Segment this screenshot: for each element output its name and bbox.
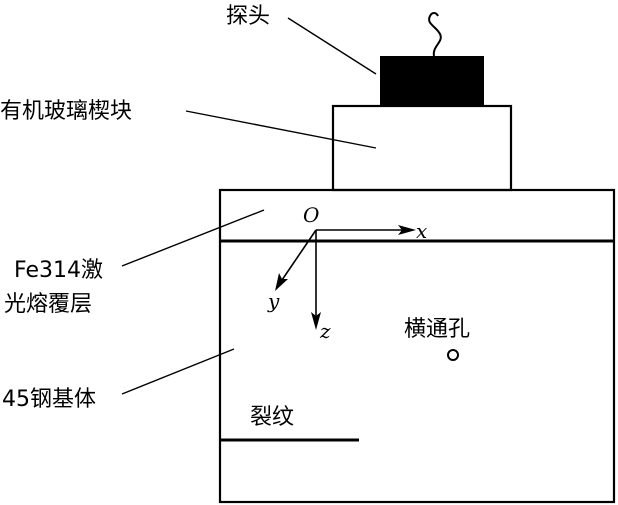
- substrate-leader: [121, 348, 235, 395]
- hole-label: 横通孔: [404, 317, 470, 342]
- transverse-hole: [447, 349, 459, 361]
- origin-label: O: [303, 203, 319, 227]
- probe-cable: [428, 12, 442, 57]
- wedge-leader: [185, 110, 377, 149]
- specimen-body: [218, 188, 616, 504]
- x-axis-arrow-icon: [398, 225, 416, 235]
- probe-block: [380, 56, 484, 106]
- coating-label-line1: Fe314激: [14, 258, 103, 283]
- probe-label: 探头: [226, 4, 270, 29]
- crack-label: 裂纹: [250, 405, 294, 430]
- z-axis-label: z: [319, 319, 331, 343]
- coordinate-axes: [275, 225, 416, 330]
- substrate-label: 45钢基体: [2, 387, 96, 412]
- z-axis-arrow-icon: [311, 312, 321, 330]
- coating-label-line2: 光熔覆层: [4, 292, 92, 317]
- probe-leader: [287, 17, 377, 75]
- x-axis-label: x: [416, 219, 427, 243]
- y-axis-arrow-icon: [275, 273, 288, 291]
- plexiglass-wedge: [331, 104, 513, 192]
- wedge-label: 有机玻璃楔块: [0, 99, 132, 124]
- coating-leader: [121, 209, 265, 267]
- y-axis-label: y: [267, 289, 280, 313]
